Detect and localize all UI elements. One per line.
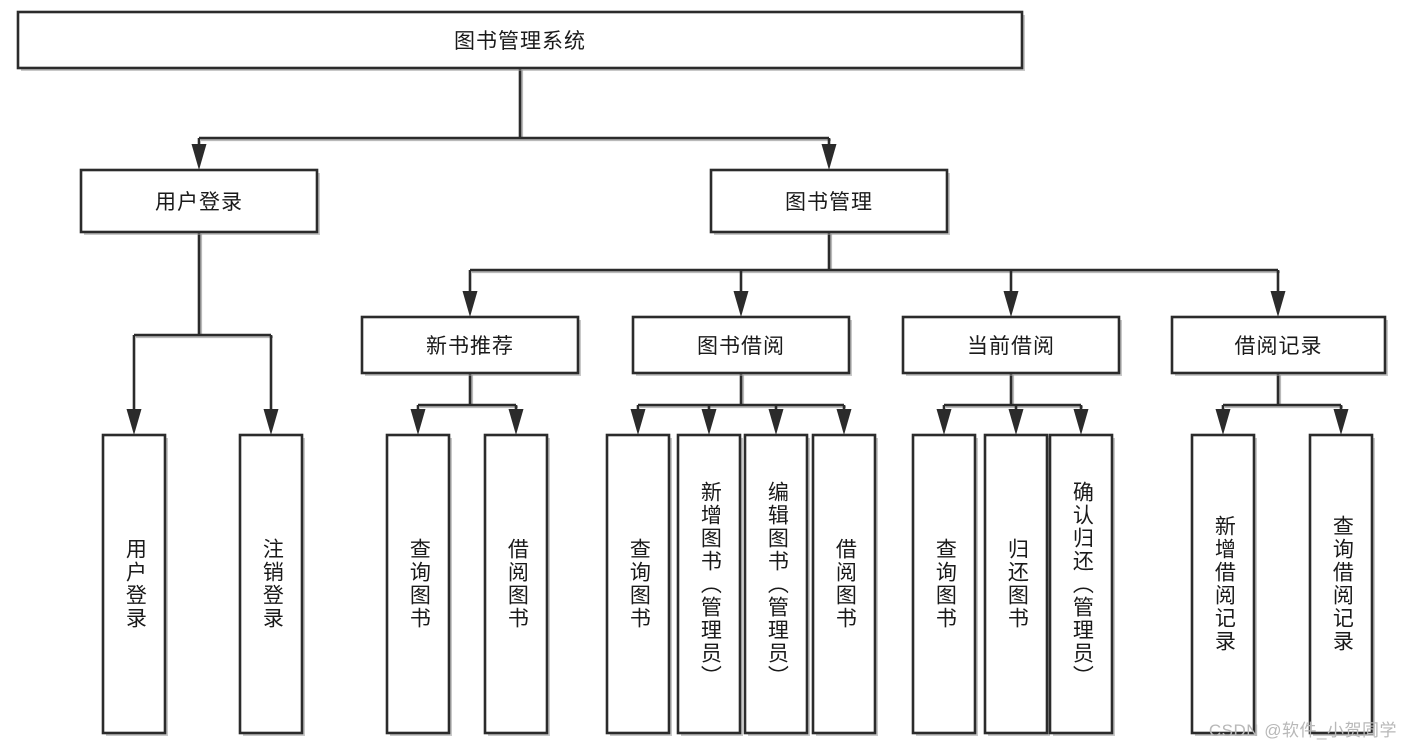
node-box-leaf-1[interactable]	[101, 433, 167, 735]
node-box-leaf-11[interactable]	[1048, 433, 1114, 735]
node-box-leaf-6[interactable]	[676, 433, 742, 735]
connector-layer	[126, 68, 1349, 435]
node-box-borrow[interactable]	[631, 315, 851, 375]
node-box-root[interactable]	[16, 10, 1024, 70]
node-box-leaf-4[interactable]	[483, 433, 549, 735]
node-box-records[interactable]	[1170, 315, 1387, 375]
node-box-leaf-12[interactable]	[1190, 433, 1256, 735]
node-box-leaf-9[interactable]	[911, 433, 977, 735]
node-box-current[interactable]	[901, 315, 1121, 375]
node-box-leaf-3[interactable]	[385, 433, 451, 735]
node-box-bookmgmt[interactable]	[709, 168, 949, 234]
node-box-leaf-10[interactable]	[983, 433, 1049, 735]
box-layer	[16, 10, 1388, 736]
node-box-newbook[interactable]	[360, 315, 580, 375]
node-box-leaf-8[interactable]	[811, 433, 877, 735]
node-box-leaf-7[interactable]	[743, 433, 809, 735]
node-box-leaf-13[interactable]	[1308, 433, 1374, 735]
node-box-login[interactable]	[79, 168, 319, 234]
node-box-leaf-5[interactable]	[605, 433, 671, 735]
node-box-leaf-2[interactable]	[238, 433, 304, 735]
